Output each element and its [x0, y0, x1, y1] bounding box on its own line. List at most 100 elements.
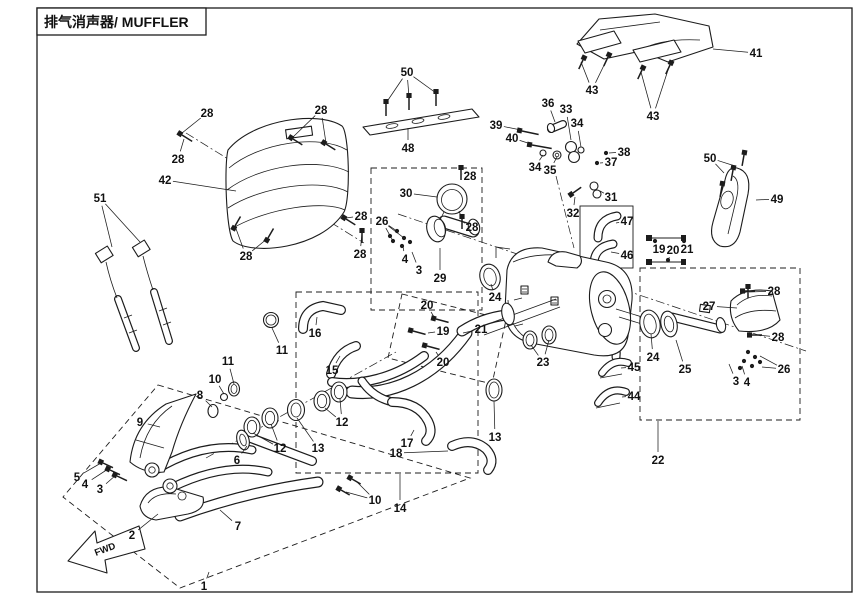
fastener-dot	[594, 160, 600, 166]
callout-1: 1	[201, 581, 208, 593]
bolt-icon	[263, 228, 275, 244]
callout-28: 28	[201, 108, 214, 120]
callout-41: 41	[750, 48, 763, 60]
callout-3: 3	[733, 376, 739, 388]
callout-34: 34	[571, 118, 584, 130]
callout-50: 50	[401, 67, 414, 79]
callout-28: 28	[172, 154, 185, 166]
callout-17: 17	[401, 438, 414, 450]
callout-15: 15	[326, 365, 339, 377]
callout-leader	[553, 156, 558, 164]
callout-4: 4	[402, 254, 409, 266]
callout-21: 21	[475, 324, 488, 336]
callout-36: 36	[542, 98, 555, 110]
callout-leader	[717, 160, 736, 167]
callout-leader	[667, 256, 670, 261]
callout-leader	[715, 163, 725, 174]
part-8-gasket	[207, 403, 219, 419]
bolt-icon	[340, 214, 356, 226]
callout-leader	[519, 140, 532, 145]
pipe-inner	[388, 398, 435, 445]
callout-28: 28	[466, 222, 479, 234]
callout-leader	[615, 222, 620, 224]
callout-leader	[728, 363, 734, 374]
callout-39: 39	[490, 120, 503, 132]
callout-47: 47	[621, 216, 634, 228]
callout-leader	[241, 445, 248, 454]
callout-21: 21	[681, 244, 694, 256]
bolt-icon	[458, 165, 464, 180]
callout-24: 24	[489, 292, 502, 304]
pipe-inner	[151, 289, 172, 344]
callout-leader	[179, 138, 185, 152]
bolt-icon	[741, 149, 748, 166]
callout-30: 30	[400, 188, 413, 200]
bolt-icon	[287, 134, 303, 146]
callout-leader	[219, 509, 233, 521]
callout-leader	[271, 327, 280, 343]
fastener-dot	[745, 349, 751, 355]
parts: FWD	[67, 13, 781, 574]
fastener-dot	[752, 354, 758, 360]
callout-leader	[580, 61, 590, 83]
part-2-clamp-stand	[139, 486, 204, 521]
callout-28: 28	[355, 211, 368, 223]
callout-6: 6	[234, 455, 240, 467]
bolt-icon	[567, 186, 582, 198]
callout-leader	[755, 334, 771, 337]
callout-20: 20	[421, 300, 434, 312]
fastener-dot	[407, 239, 413, 245]
callout-leader	[388, 225, 398, 232]
callout-leader	[321, 117, 327, 144]
part-11-washer	[227, 381, 241, 397]
callout-leader	[413, 193, 438, 198]
callout-leader	[403, 450, 449, 454]
pipe-inner	[594, 212, 621, 242]
callout-51: 51	[94, 193, 107, 205]
part-33-clamp	[564, 140, 581, 164]
part-25-tail-pipe-flange	[660, 303, 727, 338]
part-collector-outlet-flange	[501, 297, 524, 327]
part-35-bushing	[552, 150, 562, 160]
pipe-inner	[438, 216, 479, 237]
callout-28: 28	[464, 171, 477, 183]
callout-33: 33	[560, 104, 573, 116]
part-49-bracket	[711, 167, 750, 248]
callout-leader	[296, 417, 314, 442]
part-6-mid-pipe-flange	[236, 429, 250, 451]
pipe-inner	[448, 438, 496, 474]
pipe-inner	[169, 465, 272, 491]
callout-leader	[462, 221, 466, 224]
callout-leader	[251, 237, 269, 252]
part-31-rings	[589, 181, 602, 199]
callout-leader	[640, 71, 652, 109]
callout-9: 9	[137, 417, 143, 429]
callout-leader	[345, 216, 354, 219]
callout-38: 38	[618, 147, 631, 159]
callout-28: 28	[240, 251, 253, 263]
callout-44: 44	[628, 391, 641, 403]
fastener-bolts	[97, 51, 762, 496]
callout-3: 3	[416, 265, 422, 277]
part-24-gasket-right	[639, 309, 661, 339]
part-muffler-body	[479, 246, 656, 357]
callout-5: 5	[74, 472, 81, 484]
pipe-inner	[327, 342, 360, 378]
callout-leader	[435, 351, 439, 356]
callout-23: 23	[537, 357, 550, 369]
assembly-group-boxes	[62, 167, 801, 589]
callout-leader	[172, 180, 237, 192]
bolt-icon	[637, 64, 647, 80]
part-24-gasket-left	[479, 263, 501, 291]
fastener-dot	[741, 358, 747, 364]
callout-12: 12	[336, 417, 349, 429]
callout-leader	[345, 491, 368, 499]
callout-28: 28	[354, 249, 367, 261]
callout-42: 42	[159, 175, 172, 187]
bolt-icon	[433, 89, 439, 106]
callout-leader	[712, 48, 749, 53]
bolt-icon	[526, 141, 552, 150]
